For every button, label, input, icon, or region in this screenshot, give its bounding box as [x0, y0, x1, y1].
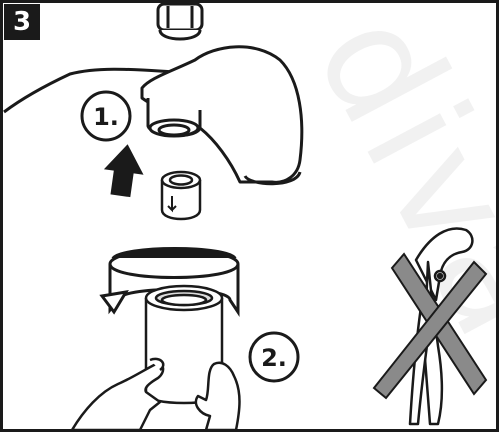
callout-2-label: 2. [261, 344, 287, 372]
callout-1-label: 1. [93, 103, 119, 131]
instruction-illustration: 1. 2. [0, 0, 499, 432]
up-arrow-icon [101, 141, 148, 198]
faucet-spout-icon [4, 4, 302, 184]
step-number-badge: 3 [4, 4, 40, 40]
callout-2: 2. [250, 333, 298, 381]
aerator-cartridge-icon [162, 172, 200, 219]
callout-1: 1. [82, 92, 130, 140]
